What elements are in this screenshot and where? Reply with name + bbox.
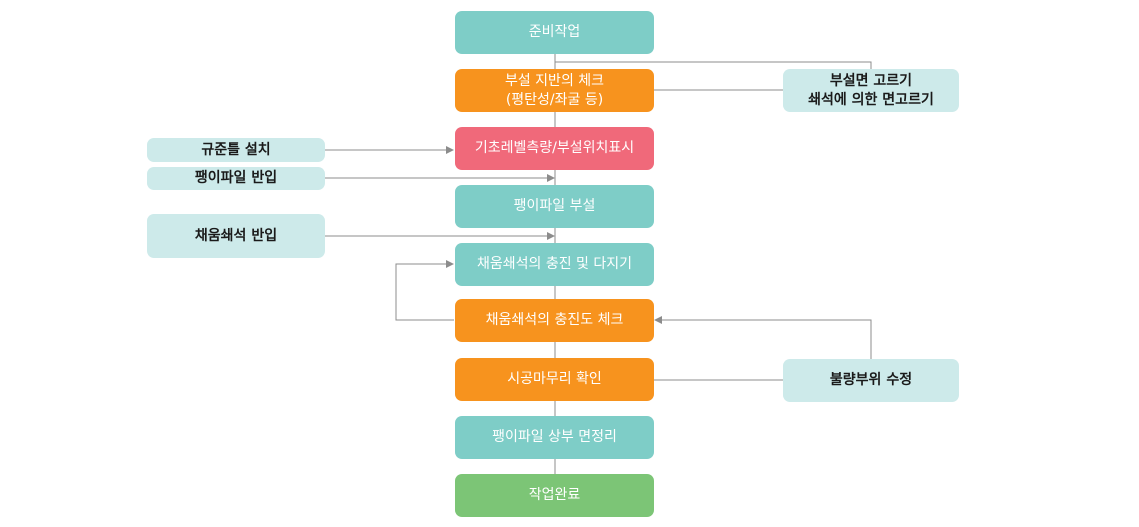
note-surface-leveling: 부설면 고르기 쇄석에 의한 면고르기 bbox=[783, 69, 959, 112]
step-pile-laying: 팽이파일 부설 bbox=[455, 185, 654, 228]
step-surface-trim: 팽이파일 상부 면정리 bbox=[455, 416, 654, 459]
defect-fix-return-arrow bbox=[654, 316, 872, 359]
step-ground-check: 부설 지반의 체크 (평탄성/좌굴 등) bbox=[455, 69, 654, 112]
step-fill-check: 채움쇄석의 충진도 체크 bbox=[455, 299, 654, 342]
input-pile-delivery: 팽이파일 반입 bbox=[147, 167, 325, 190]
step-survey-marking: 기초레벨측량/부설위치표시 bbox=[455, 127, 654, 170]
input-guide-frame: 규준틀 설치 bbox=[147, 138, 325, 162]
step-fill-compact: 채움쇄석의 충진 및 다지기 bbox=[455, 243, 654, 286]
note-defect-fix: 불량부위 수정 bbox=[783, 359, 959, 402]
step-preparation: 준비작업 bbox=[455, 11, 654, 54]
step-complete: 작업완료 bbox=[455, 474, 654, 517]
input-crushed-stone-delivery: 채움쇄석 반입 bbox=[147, 214, 325, 258]
loop-back-arrow bbox=[395, 260, 454, 321]
step-finish-check: 시공마무리 확인 bbox=[455, 358, 654, 401]
branch-to-leveling-note bbox=[555, 61, 872, 69]
